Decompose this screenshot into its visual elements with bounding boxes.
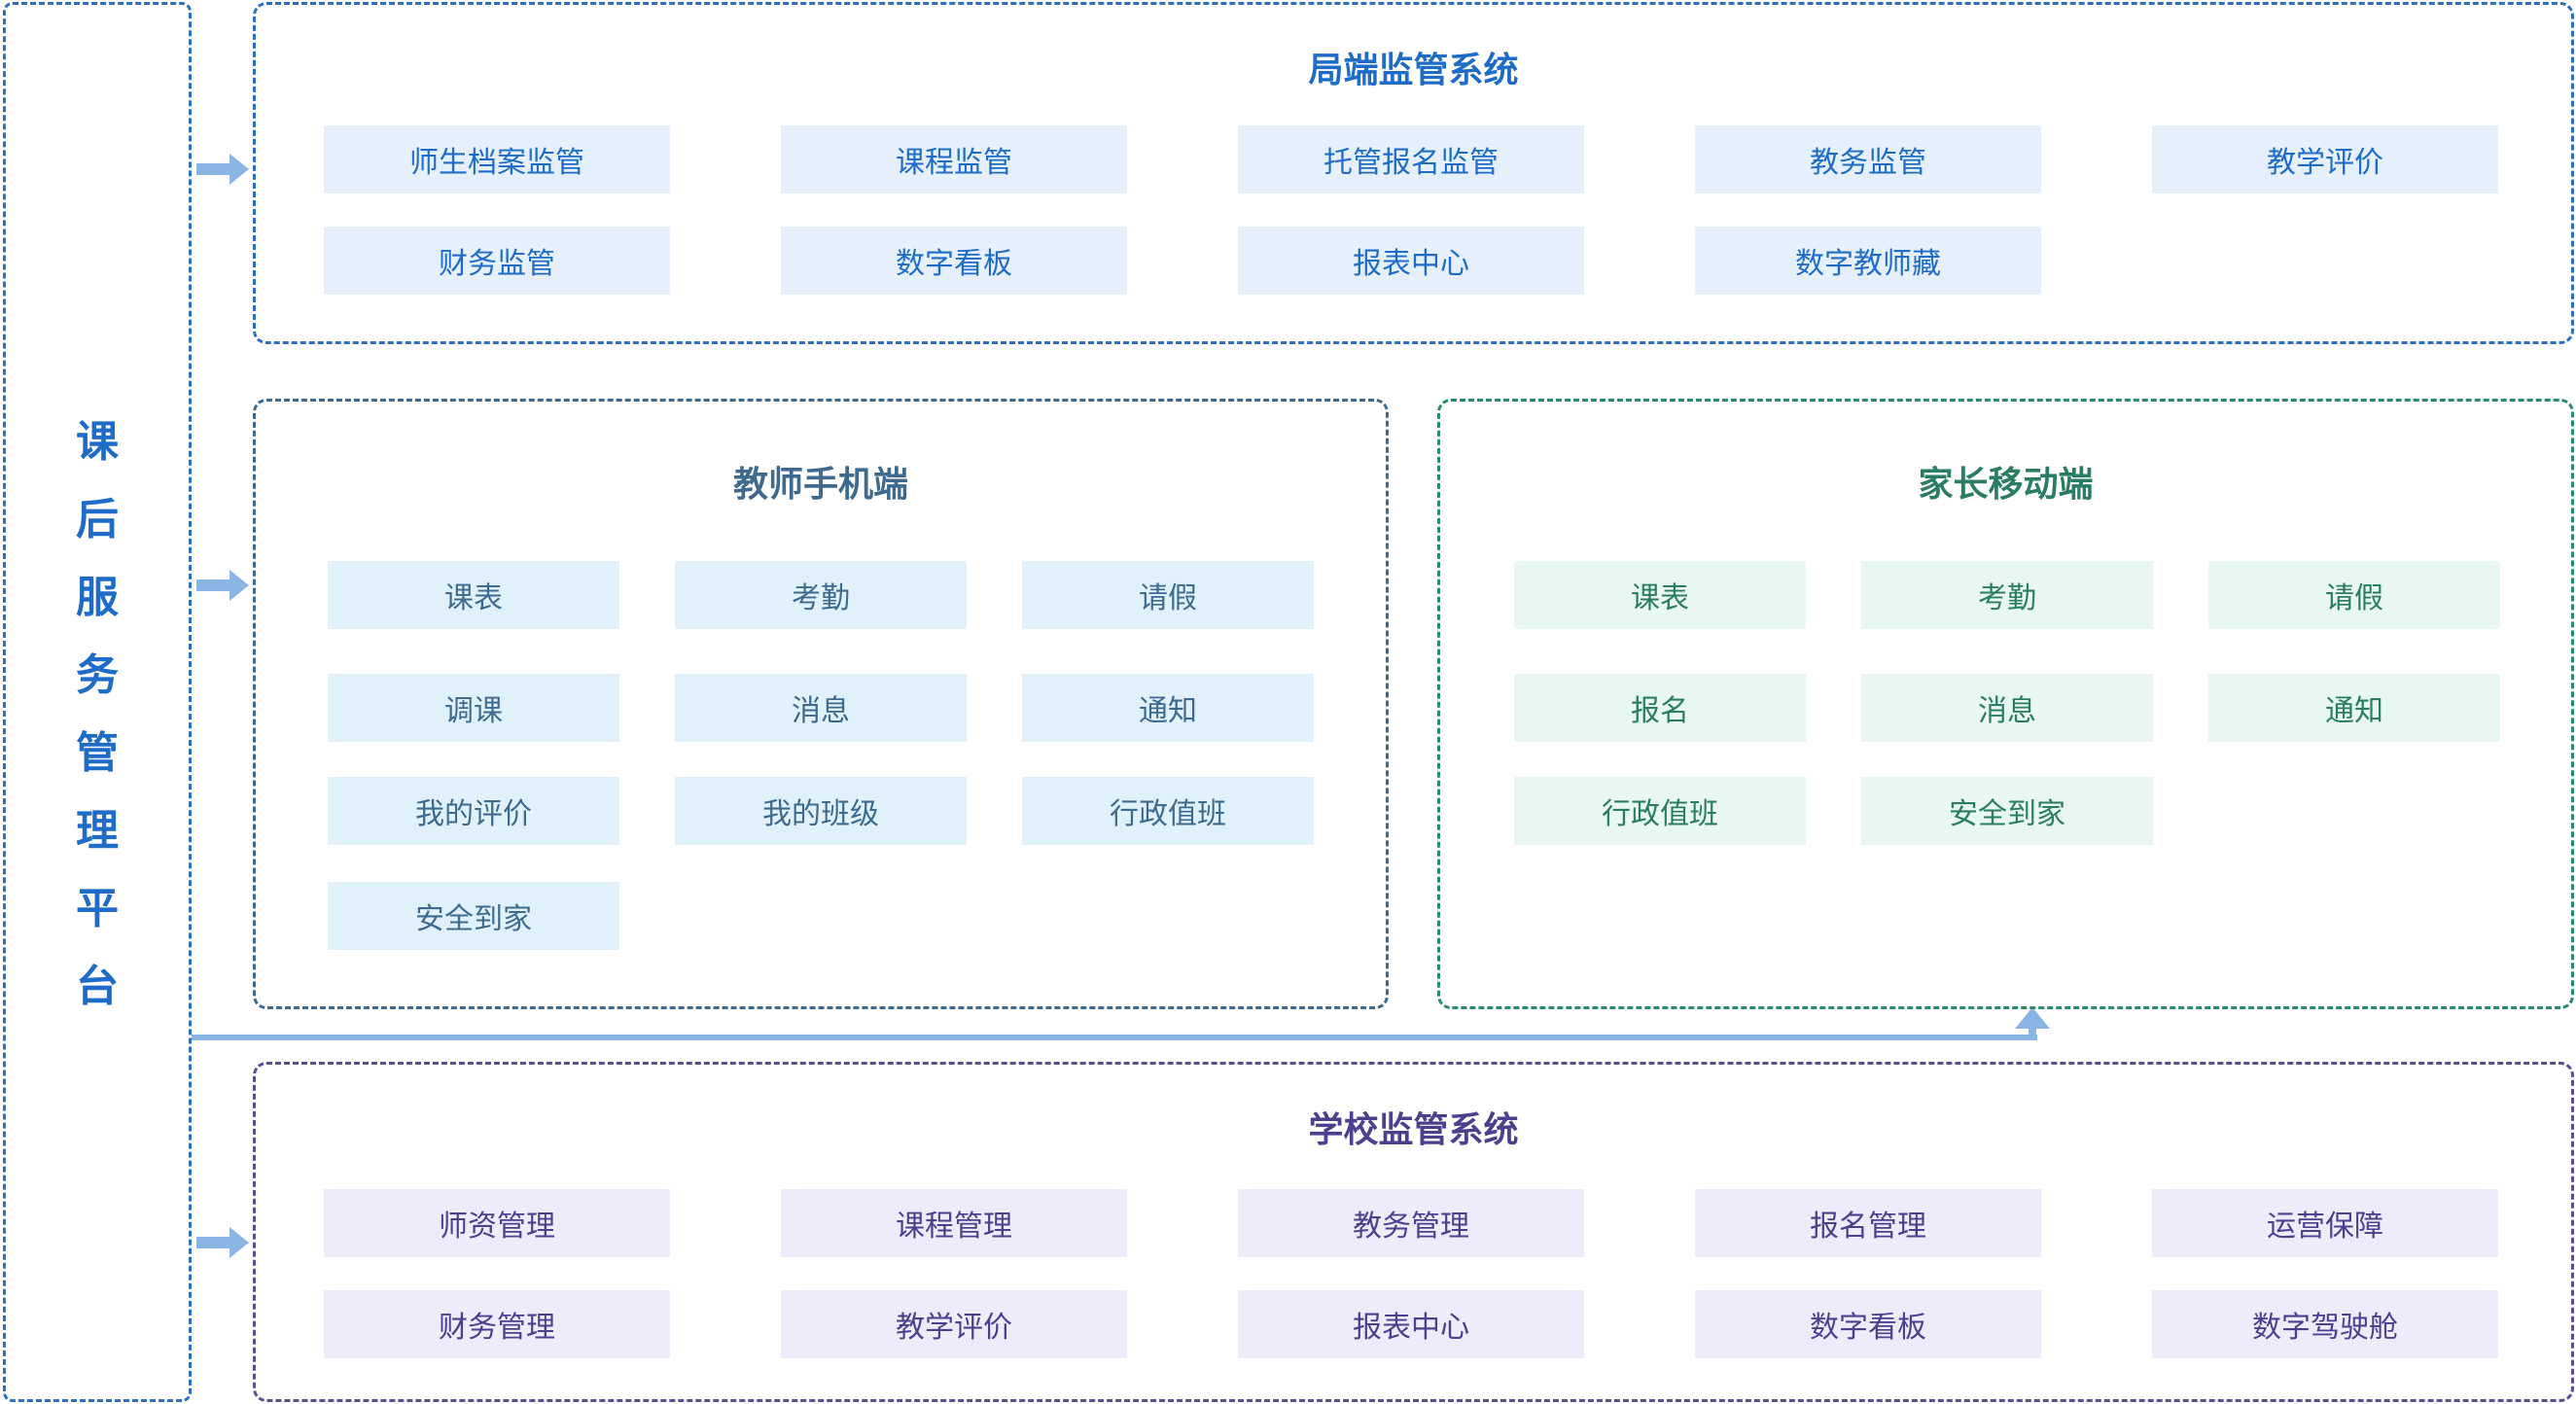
teacher-item[interactable]: 请假 [1022,561,1314,629]
teacher-item[interactable]: 通知 [1022,674,1314,742]
parent-item[interactable]: 报名 [1514,674,1806,742]
platform-title: 课 后 服 务 管 理 平 台 [6,404,189,1026]
teacher-mobile-title: 教师手机端 [732,465,908,505]
line-to-parent [192,1035,2037,1040]
teacher-item[interactable]: 行政值班 [1022,777,1314,845]
school-item[interactable]: 师资管理 [324,1189,670,1257]
school-item[interactable]: 教学评价 [781,1290,1127,1358]
arrow-to-teacher [196,579,231,591]
arrow-to-school [196,1237,231,1248]
platform-title-char: 台 [76,962,119,1011]
school-item[interactable]: 财务管理 [324,1290,670,1358]
platform-title-char: 服 [76,573,119,622]
teacher-item[interactable]: 我的评价 [328,777,619,845]
arrow-head-teacher [229,570,249,601]
parent-item[interactable]: 通知 [2208,674,2500,742]
teacher-mobile-box: 教师手机端 课表 考勤 请假 调课 消息 通知 我的评价 我的班级 行政值班 安… [253,399,1389,1009]
parent-item[interactable]: 消息 [1861,674,2153,742]
bureau-item[interactable]: 师生档案监管 [324,125,670,193]
teacher-item[interactable]: 课表 [328,561,619,629]
platform-title-char: 务 [76,650,119,700]
bureau-system-box: 局端监管系统 师生档案监管 课程监管 托管报名监管 教务监管 教学评价 财务监管… [253,2,2574,344]
school-item[interactable]: 教务管理 [1238,1189,1584,1257]
school-item[interactable]: 报名管理 [1695,1189,2041,1257]
arrow-head-parent [2015,1007,2050,1029]
platform-title-char: 管 [76,728,119,778]
bureau-item[interactable]: 财务监管 [324,227,670,295]
teacher-item[interactable]: 消息 [675,674,967,742]
parent-item[interactable]: 考勤 [1861,561,2153,629]
platform-title-char: 后 [76,495,119,544]
teacher-item[interactable]: 安全到家 [328,882,619,950]
parent-item[interactable]: 请假 [2208,561,2500,629]
school-item[interactable]: 报表中心 [1238,1290,1584,1358]
teacher-item[interactable]: 调课 [328,674,619,742]
teacher-item[interactable]: 考勤 [675,561,967,629]
parent-item[interactable]: 安全到家 [1861,777,2153,845]
line-to-parent-up [2029,1025,2036,1040]
bureau-item[interactable]: 数字教师藏 [1695,227,2041,295]
parent-mobile-title: 家长移动端 [1918,465,2094,505]
bureau-system-title: 局端监管系统 [1308,51,1519,90]
school-item[interactable]: 课程管理 [781,1189,1127,1257]
parent-item[interactable]: 行政值班 [1514,777,1806,845]
platform-title-char: 课 [76,417,119,467]
parent-item[interactable]: 课表 [1514,561,1806,629]
bureau-item[interactable]: 报表中心 [1238,227,1584,295]
school-system-box: 学校监管系统 师资管理 课程管理 教务管理 报名管理 运营保障 财务管理 教学评… [253,1062,2574,1402]
bureau-item[interactable]: 教学评价 [2152,125,2498,193]
school-item[interactable]: 运营保障 [2152,1189,2498,1257]
arrow-head-school [229,1227,249,1258]
school-item[interactable]: 数字驾驶舱 [2152,1290,2498,1358]
bureau-item[interactable]: 教务监管 [1695,125,2041,193]
arrow-head-bureau [229,154,249,185]
teacher-item[interactable]: 我的班级 [675,777,967,845]
bureau-item[interactable]: 托管报名监管 [1238,125,1584,193]
bureau-item[interactable]: 数字看板 [781,227,1127,295]
platform-title-char: 理 [76,806,119,856]
platform-box: 课 后 服 务 管 理 平 台 [3,2,192,1402]
school-system-title: 学校监管系统 [1308,1110,1519,1150]
platform-title-char: 平 [76,884,119,933]
bureau-item[interactable]: 课程监管 [781,125,1127,193]
parent-mobile-box: 家长移动端 课表 考勤 请假 报名 消息 通知 行政值班 安全到家 [1437,399,2574,1009]
school-item[interactable]: 数字看板 [1695,1290,2041,1358]
arrow-to-bureau [196,163,231,175]
